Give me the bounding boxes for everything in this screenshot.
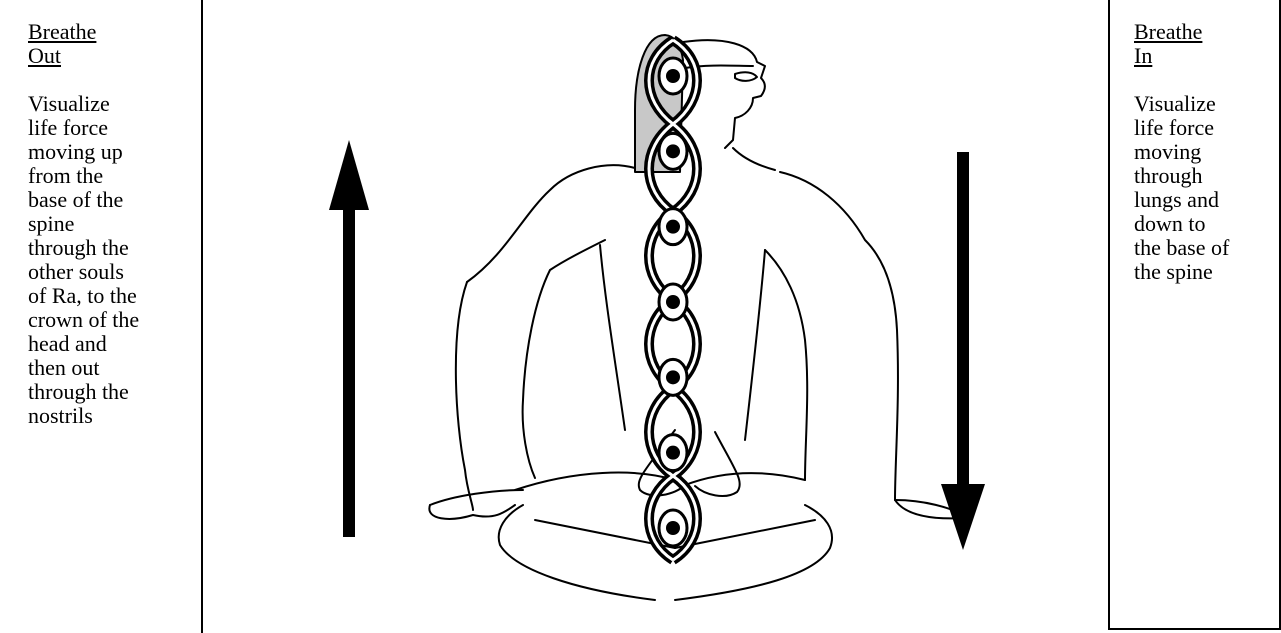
energy-node-3: [659, 209, 687, 245]
breathe-in-panel: Breathe In Visualize life force moving t…: [1108, 0, 1281, 630]
up-arrow-icon: [329, 140, 369, 537]
meditation-illustration: [205, 0, 1105, 633]
energy-node-2: [659, 133, 687, 169]
energy-node-6: [659, 435, 687, 471]
energy-node-5: [659, 359, 687, 395]
breathe-out-panel: Breathe Out Visualize life force moving …: [0, 0, 203, 633]
breathe-in-instructions: Visualize life force moving through lung…: [1134, 92, 1279, 284]
energy-node-7: [659, 510, 687, 546]
breathe-out-title: Breathe Out: [28, 20, 201, 68]
down-arrow-icon: [941, 152, 985, 550]
energy-node-1: [659, 58, 687, 94]
breathe-out-instructions: Visualize life force moving up from the …: [28, 92, 201, 428]
energy-node-4: [659, 284, 687, 320]
breathe-in-title: Breathe In: [1134, 20, 1279, 68]
